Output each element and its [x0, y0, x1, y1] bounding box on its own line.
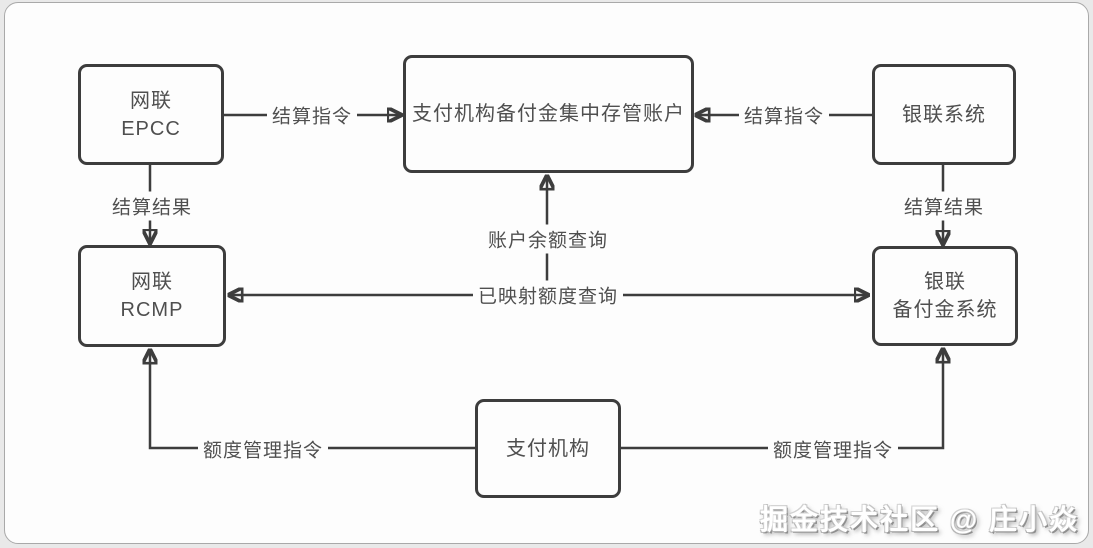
- edge-label-settlement-cmd-left: 结算指令: [266, 100, 358, 130]
- edge-label-mapped-quota-query: 已映射额度查询: [472, 280, 624, 310]
- node-epcc: 网联 EPCC: [78, 64, 224, 165]
- node-payment-institution: 支付机构: [475, 399, 621, 498]
- edge-label-settlement-result-left: 结算结果: [106, 191, 198, 221]
- node-rcmp-label-line2: RCMP: [120, 299, 184, 321]
- edge-label-settlement-cmd-right: 结算指令: [738, 100, 830, 130]
- node-unionpay-system: 银联系统: [872, 64, 1016, 165]
- node-unionpay-system-label: 银联系统: [902, 103, 986, 126]
- edge-label-quota-mgmt-cmd-right: 额度管理指令: [767, 434, 899, 464]
- edge-label-settlement-result-right: 结算结果: [898, 191, 990, 221]
- node-unionpay-reserve: 银联 备付金系统: [872, 246, 1018, 346]
- node-rcmp-label-line1: 网联: [131, 271, 173, 293]
- node-custody-account-label: 支付机构备付金集中存管账户: [412, 103, 685, 125]
- node-unionpay-reserve-label-line1: 银联: [924, 271, 966, 293]
- node-custody-account: 支付机构备付金集中存管账户: [403, 55, 694, 173]
- node-epcc-label-line2: EPCC: [121, 117, 181, 140]
- edge-label-quota-mgmt-cmd-left: 额度管理指令: [197, 434, 329, 464]
- node-rcmp: 网联 RCMP: [78, 245, 226, 347]
- edge-label-account-balance-query: 账户余额查询: [482, 224, 614, 254]
- watermark: 掘金技术社区 @ 庄小焱: [760, 504, 1079, 535]
- node-payment-institution-label: 支付机构: [506, 437, 590, 460]
- node-epcc-label-line1: 网联: [130, 89, 172, 112]
- node-unionpay-reserve-label-line2: 备付金系统: [892, 299, 998, 321]
